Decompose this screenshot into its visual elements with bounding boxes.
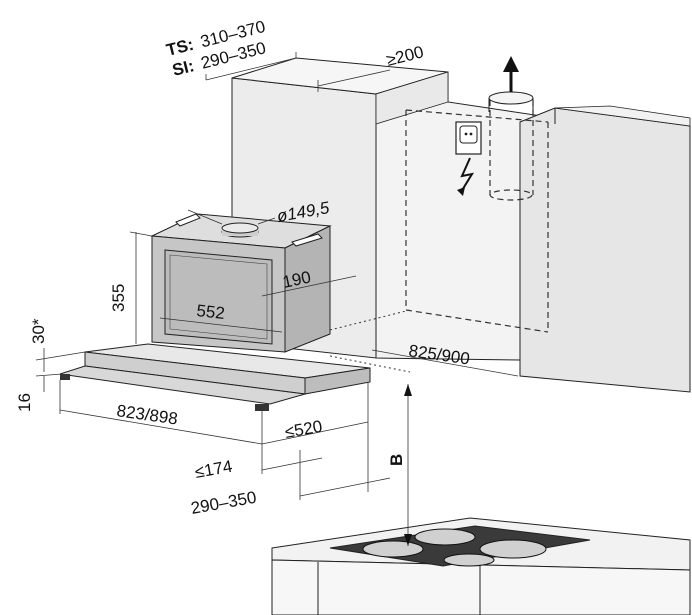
si-prefix-label: SI: [170, 56, 196, 80]
chimney-outline-dashed [405, 100, 549, 333]
canopy-depth-label: ≤520 [283, 417, 323, 442]
height-above-hob-label: B [387, 454, 406, 466]
lightning-icon [457, 157, 475, 196]
canopy-width-label: 823/898 [115, 401, 178, 428]
hob-worktop [271, 517, 691, 615]
exhaust-duct [488, 91, 534, 114]
chimney-gap-label: ≥200 [384, 42, 425, 70]
body-width-label: 552 [196, 301, 226, 323]
hood-canopy [59, 343, 371, 411]
hood-body [150, 213, 332, 353]
depth-range-label: 290–350 [189, 488, 257, 518]
dimension-lines [35, 52, 519, 546]
top-offset-label: 30* [29, 318, 48, 344]
body-height-label: 355 [109, 284, 128, 312]
arrow-up-icon [503, 56, 519, 92]
front-offset-label: ≤174 [193, 457, 233, 482]
canopy-thickness-label: 16 [15, 393, 34, 412]
power-socket-icon [455, 121, 482, 155]
